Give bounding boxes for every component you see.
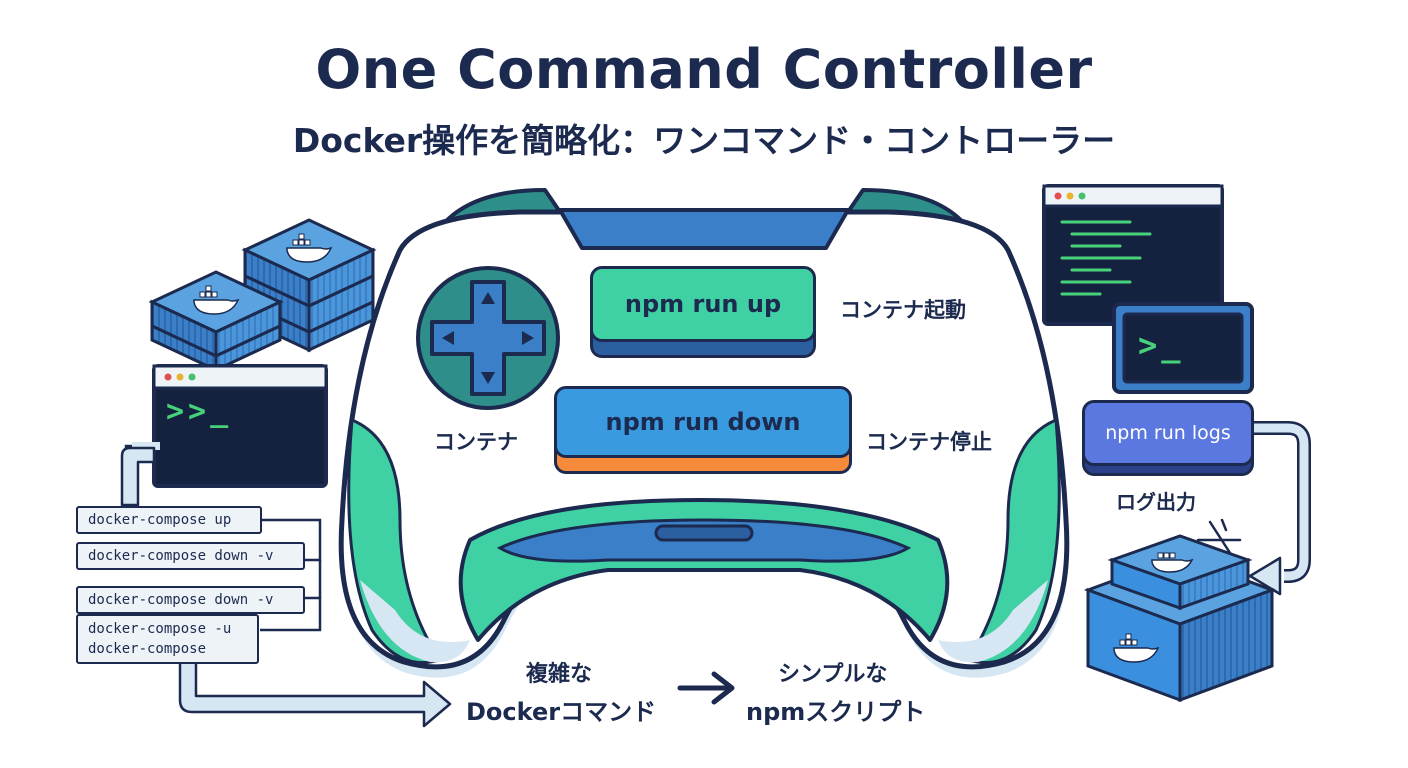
npm-run-down-button[interactable]: npm run down: [554, 386, 852, 458]
flow-from-line1: 複雑な: [526, 662, 593, 687]
npm-run-up-button-face[interactable]: npm run up: [590, 266, 816, 342]
command-line: docker-compose: [88, 641, 207, 657]
command-item-multi: docker-compose -u docker-compose: [76, 614, 259, 664]
docker-container-stack: [1083, 534, 1277, 703]
arrow-right-icon: [178, 658, 452, 728]
arrow-right-icon: [1248, 421, 1311, 596]
terminal-icon: [152, 364, 328, 488]
page-title: One Command Controller: [315, 38, 1093, 101]
terminal-icon: [1112, 302, 1254, 394]
logs-label: ログ出力: [1116, 490, 1196, 514]
terminal-prompt-left: >>_: [166, 394, 233, 429]
up-label: コンテナ起動: [840, 298, 966, 322]
command-item: docker-compose up: [76, 506, 262, 534]
terminal-prompt-right: >_: [1138, 326, 1185, 364]
docker-stack-back: [148, 218, 377, 373]
arrow-right-icon: [677, 671, 735, 705]
flow-from-line2: Dockerコマンド: [466, 698, 657, 726]
flow-to-line1: シンプルな: [778, 662, 888, 687]
down-label: コンテナ停止: [866, 430, 992, 454]
command-item: docker-compose down -v: [76, 542, 305, 570]
docker-whale-icon: [1151, 552, 1194, 573]
command-connectors: [260, 518, 322, 632]
flow-to-line2: npmスクリプト: [746, 698, 926, 726]
npm-run-logs-button-face[interactable]: npm run logs: [1082, 400, 1254, 466]
code-window: [1042, 184, 1224, 326]
dpad-icon: [416, 266, 560, 410]
docker-whale-icon: [1113, 633, 1160, 663]
page-subtitle: Docker操作を簡略化：ワンコマンド・コントローラー: [292, 121, 1116, 160]
left-label: コンテナ: [434, 430, 518, 454]
docker-whale-icon: [193, 285, 240, 315]
command-line: docker-compose -u: [88, 621, 232, 637]
command-item: docker-compose down -v: [76, 586, 305, 614]
docker-whale-icon: [286, 233, 333, 263]
